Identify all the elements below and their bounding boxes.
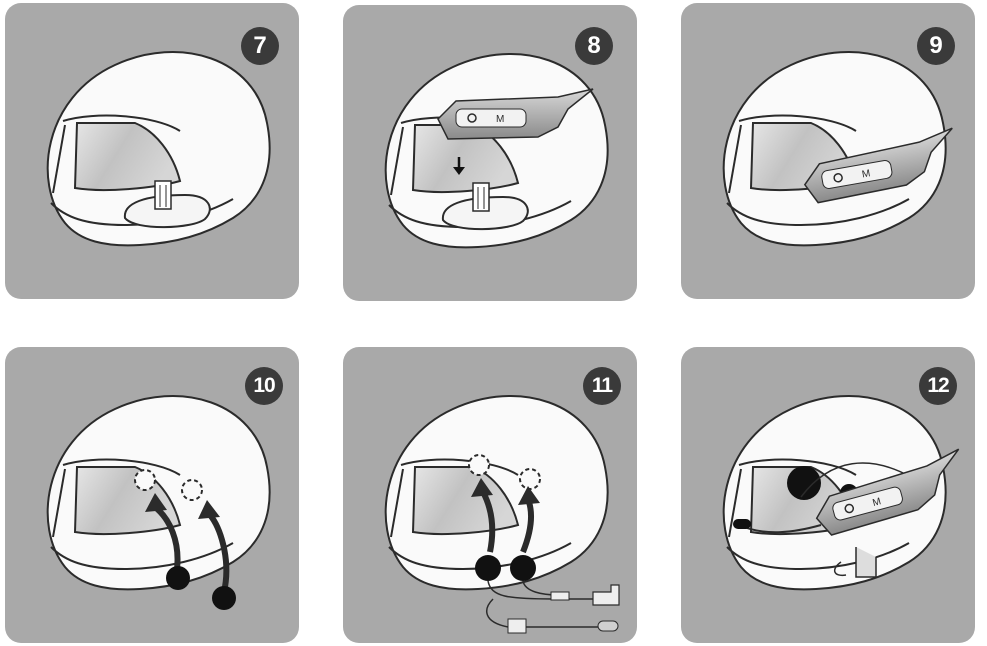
helmet-illustration — [46, 395, 271, 610]
speaker-icon — [212, 586, 236, 610]
step-panel-12: 12 — [681, 347, 975, 643]
speaker-icon — [787, 466, 821, 500]
speaker-icon — [510, 555, 536, 581]
target-circle-icon — [519, 468, 541, 490]
helmet-illustration — [722, 395, 973, 591]
step-number-badge: 12 — [919, 367, 957, 405]
helmet-illustration — [384, 395, 620, 634]
step-number-badge: 9 — [917, 27, 955, 65]
step-panel-9: 9 — [681, 3, 975, 299]
speaker-icon — [166, 566, 190, 590]
step-panel-10: 10 — [5, 347, 299, 643]
helmet-illustration — [384, 53, 609, 249]
microphone-icon — [733, 519, 751, 529]
target-circle-icon — [181, 479, 203, 501]
step-number-badge: 11 — [583, 367, 621, 405]
step-panel-7: 7 — [5, 3, 299, 299]
step-number-badge: 7 — [241, 27, 279, 65]
step-number-badge: 8 — [575, 27, 613, 65]
speaker-icon — [475, 555, 501, 581]
target-circle-icon — [468, 454, 490, 476]
step-panel-11: 11 — [343, 347, 637, 643]
step-number-badge: 10 — [245, 367, 283, 405]
target-circle-icon — [134, 469, 156, 491]
step-panel-8: 8 — [343, 5, 637, 301]
